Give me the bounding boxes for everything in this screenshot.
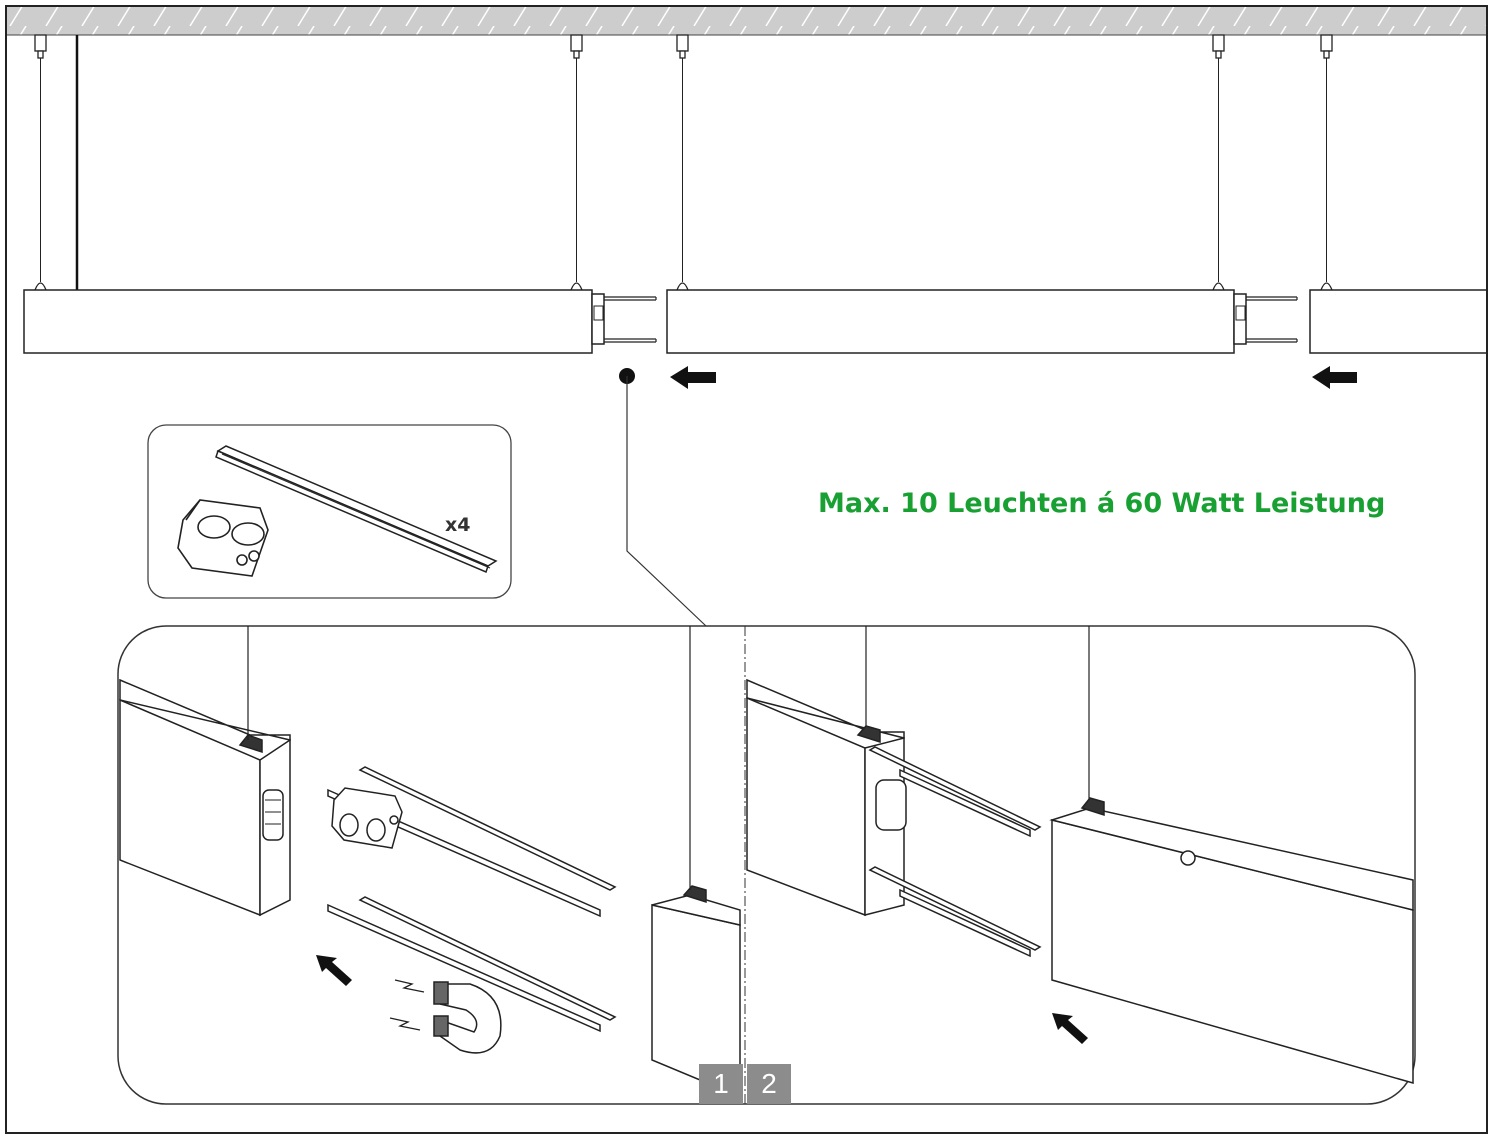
step-2-badge: 2 — [747, 1064, 791, 1104]
kit-contents-box — [147, 424, 512, 599]
anchor-2 — [570, 34, 583, 291]
kit-quantity-label: x4 — [445, 514, 471, 536]
luminaire-1 — [23, 289, 657, 354]
step-2-drawing — [746, 626, 1414, 1084]
anchor-5 — [1320, 34, 1333, 291]
anchor-4 — [1212, 34, 1225, 291]
max-load-notice: Max. 10 Leuchten á 60 Watt Leistung — [818, 488, 1386, 519]
arrow-left-icon — [1312, 366, 1357, 389]
anchor-1 — [34, 34, 47, 291]
anchor-3 — [676, 34, 689, 291]
arrow-left-icon — [670, 366, 716, 389]
connector-rail — [215, 445, 498, 574]
luminaire-2 — [666, 289, 1298, 354]
luminaire-3 — [1309, 289, 1486, 354]
ceiling — [7, 7, 1486, 36]
detail-callout-leader — [619, 368, 707, 627]
ceiling-anchors — [34, 34, 1333, 291]
horseshoe-magnet-icon — [389, 979, 502, 1054]
step-1-badge: 1 — [699, 1064, 743, 1104]
connector-block — [177, 499, 269, 577]
